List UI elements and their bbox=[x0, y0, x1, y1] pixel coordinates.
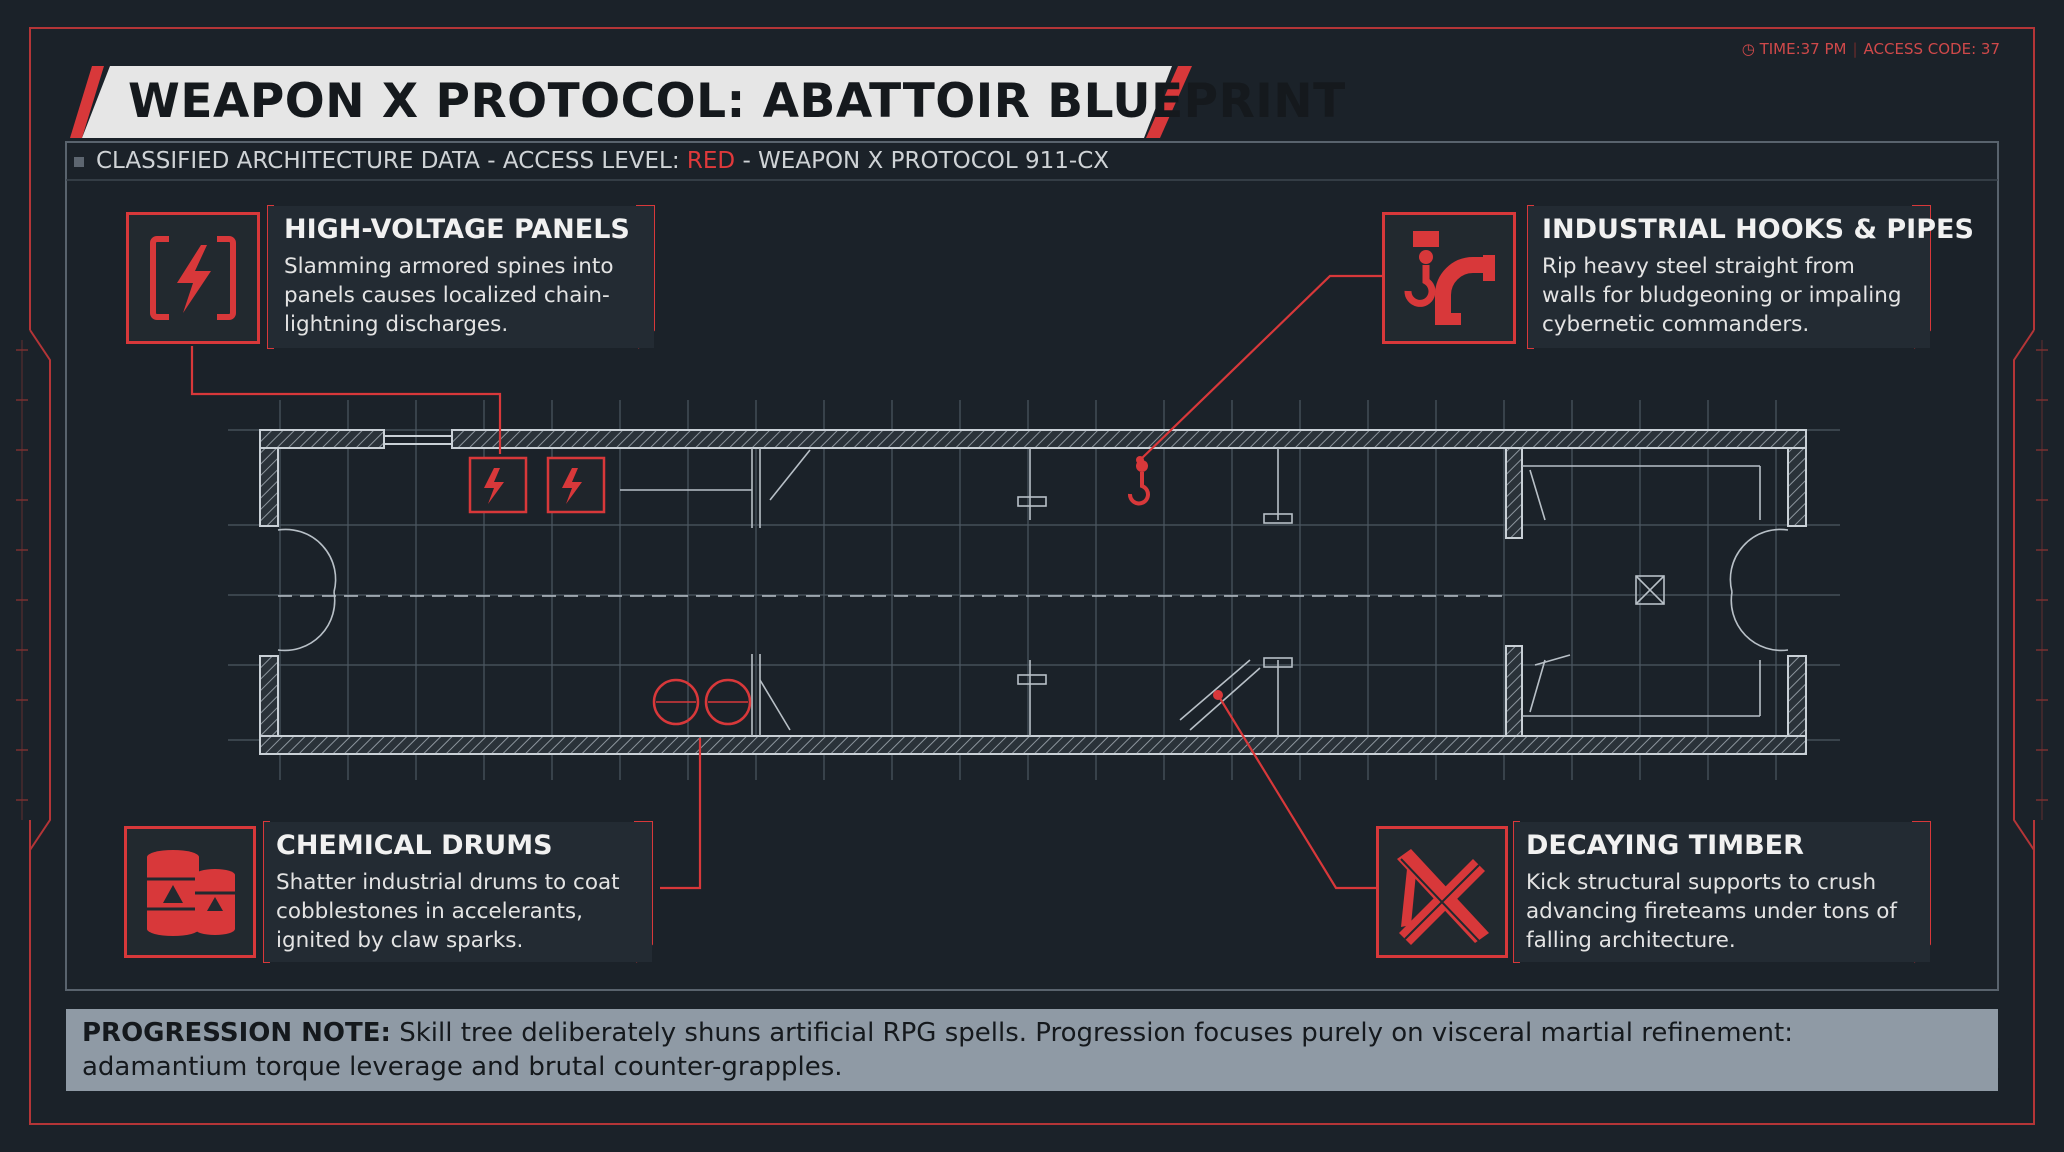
hud-status: ◷ TIME:37 PM|ACCESS CODE: 37 bbox=[1741, 40, 2000, 58]
callout-title: HIGH-VOLTAGE PANELS bbox=[284, 214, 630, 245]
callout-title: DECAYING TIMBER bbox=[1526, 830, 1804, 861]
access-level: RED bbox=[686, 148, 736, 174]
lightning-panel-icon bbox=[126, 212, 260, 344]
bullet-square-icon bbox=[74, 156, 84, 167]
callout-decaying-timber[interactable] bbox=[1514, 822, 1930, 962]
progression-note-text: Skill tree deliberately shuns artificial… bbox=[82, 1018, 1793, 1082]
hook-marker bbox=[1128, 460, 1150, 506]
status-time: TIME:37 PM bbox=[1759, 40, 1847, 58]
callout-chemical-drums[interactable] bbox=[264, 822, 652, 962]
page-title: WEAPON X PROTOCOL: ABATTOIR BLUEPRINT bbox=[128, 74, 1346, 129]
progression-note: PROGRESSION NOTE: Skill tree deliberatel… bbox=[82, 1016, 1962, 1084]
callout-hooks-pipes[interactable] bbox=[1528, 206, 1930, 348]
timber-beams-icon bbox=[1376, 826, 1508, 958]
interior-walls bbox=[277, 448, 1789, 736]
clock-icon: ◷ bbox=[1741, 40, 1755, 58]
callout-title: CHEMICAL DRUMS bbox=[276, 830, 553, 861]
classification-bar: CLASSIFIED ARCHITECTURE DATA - ACCESS LE… bbox=[74, 148, 1109, 174]
callout-description: Slamming armored spines into panels caus… bbox=[284, 254, 614, 337]
callout-leaders bbox=[190, 274, 1382, 890]
hook-pipe-icon bbox=[1382, 212, 1516, 344]
chemical-drums-icon bbox=[124, 826, 256, 958]
callout-description: Rip heavy steel straight from walls for … bbox=[1542, 254, 1902, 337]
status-access-code: ACCESS CODE: 37 bbox=[1863, 40, 2000, 58]
drum-markers bbox=[652, 678, 752, 726]
progression-note-bar bbox=[66, 1009, 1998, 1091]
hud-frame bbox=[29, 27, 2035, 1125]
callout-title: INDUSTRIAL HOOKS & PIPES bbox=[1542, 214, 1974, 245]
side-ticks bbox=[16, 349, 2048, 801]
progression-note-label: PROGRESSION NOTE: bbox=[82, 1018, 391, 1048]
subtitle-suffix: - WEAPON X PROTOCOL 911-CX bbox=[735, 148, 1110, 174]
subtitle-prefix: CLASSIFIED ARCHITECTURE DATA - ACCESS LE… bbox=[96, 148, 687, 174]
title-banner bbox=[82, 66, 1172, 138]
callout-description: Shatter industrial drums to coat cobbles… bbox=[276, 870, 620, 953]
floor-plan bbox=[259, 429, 1807, 755]
callout-description: Kick structural supports to crush advanc… bbox=[1526, 870, 1897, 953]
callout-high-voltage[interactable] bbox=[268, 206, 654, 348]
content-panel bbox=[65, 141, 1999, 991]
voltage-marker-1 bbox=[468, 456, 528, 514]
voltage-marker-2 bbox=[546, 456, 606, 514]
